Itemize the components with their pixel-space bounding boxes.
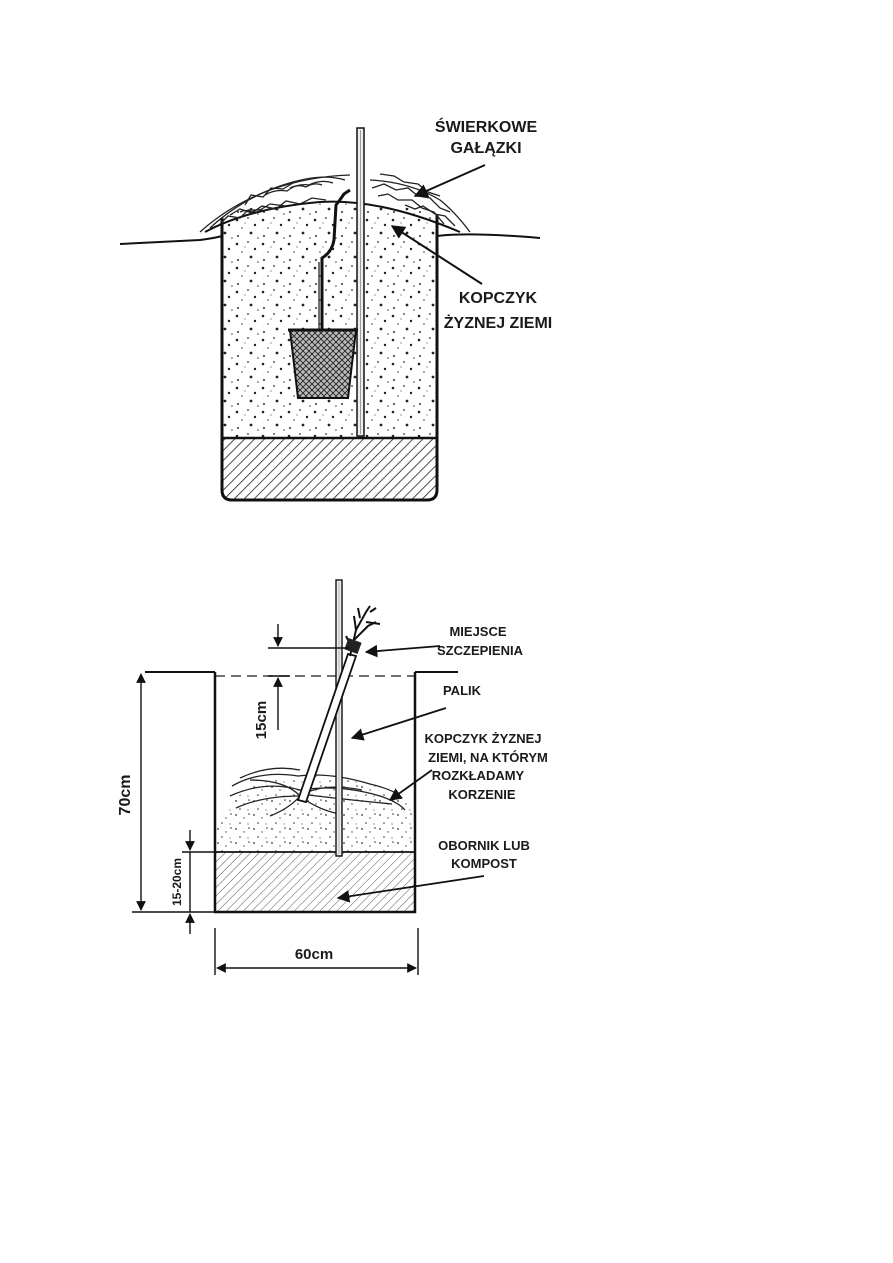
arrow-mound bbox=[390, 225, 483, 285]
tree-trunk-bottom bbox=[296, 652, 358, 804]
label-spruce-1: ŚWIERKOWE bbox=[435, 117, 538, 136]
label-soil-2: ZIEMI, NA KTÓRYM bbox=[428, 750, 548, 765]
dim-manure-label: 15-20cm bbox=[170, 858, 184, 906]
bottom-diagram: 15cm 70cm 15-20cm 60cm MIEJSCE SZCZEPIEN… bbox=[117, 579, 548, 975]
stake-top bbox=[356, 127, 365, 437]
pot bbox=[288, 329, 358, 399]
top-diagram: ŚWIERKOWE GAŁĄZKI KOPCZYK ŻYZNEJ ZIEMI bbox=[119, 117, 552, 502]
dim-graft-height bbox=[268, 624, 350, 730]
sapling-stem-top bbox=[320, 188, 351, 330]
dim-graft-label: 15cm bbox=[253, 701, 270, 739]
dim-width bbox=[214, 928, 419, 975]
label-manure-1: OBORNIK LUB bbox=[438, 838, 530, 853]
stake-bottom bbox=[335, 579, 343, 857]
label-soil-3: ROZKŁADAMY bbox=[432, 768, 525, 783]
dim-manure bbox=[182, 830, 215, 934]
soil-fill-bottom bbox=[215, 774, 415, 852]
manure-layer-top bbox=[222, 438, 437, 500]
label-spruce-2: GAŁĄZKI bbox=[450, 140, 521, 157]
arrow-graft bbox=[364, 644, 441, 658]
label-mound-1: KOPCZYK bbox=[459, 290, 538, 307]
label-stake: PALIK bbox=[443, 683, 482, 698]
arrow-soil bbox=[388, 769, 433, 801]
arrow-spruce bbox=[413, 164, 486, 198]
label-soil-1: KOPCZYK ŻYZNEJ bbox=[424, 731, 541, 746]
label-soil-4: KORZENIE bbox=[448, 787, 516, 802]
ground-line-top bbox=[119, 233, 541, 245]
label-graft-1: MIEJSCE bbox=[449, 624, 506, 639]
arrow-stake bbox=[350, 707, 447, 741]
spruce-branches bbox=[199, 173, 471, 233]
pit-walls-top bbox=[220, 214, 439, 502]
label-mound-2: ŻYZNEJ ZIEMI bbox=[444, 314, 552, 332]
label-manure-2: KOMPOST bbox=[451, 856, 517, 871]
pit-walls-bottom bbox=[213, 672, 417, 914]
dim-width-label: 60cm bbox=[295, 946, 333, 963]
soil-fill-top bbox=[222, 203, 437, 438]
manure-layer-bottom bbox=[215, 852, 415, 912]
arrow-manure bbox=[336, 875, 485, 903]
label-graft-2: SZCZEPIENIA bbox=[437, 643, 524, 658]
dim-depth bbox=[132, 673, 215, 913]
dim-depth-label: 70cm bbox=[117, 775, 134, 816]
